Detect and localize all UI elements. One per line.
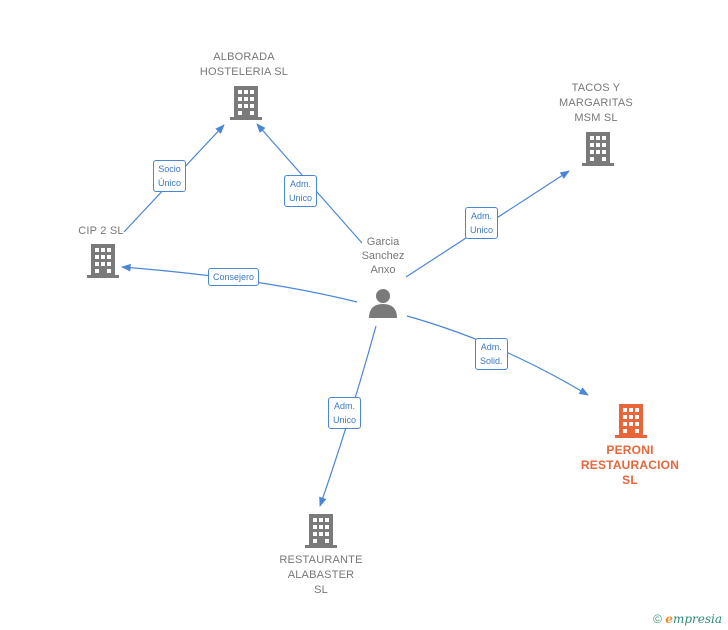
- company-label-cip[interactable]: CIP 2 SL: [78, 225, 124, 237]
- building-icon-alabaster: [305, 514, 337, 548]
- brand-logo: empresia: [665, 612, 722, 626]
- building-icon-tacos: [582, 132, 614, 166]
- building-icon-alborada: [230, 86, 262, 120]
- edge-label-adm-solid: Adm. Solid.: [475, 338, 508, 370]
- company-label-alabaster[interactable]: RESTAURANTE ALABASTER SL: [279, 554, 363, 596]
- copyright-icon: ©: [653, 612, 662, 626]
- building-icon-cip: [87, 244, 119, 278]
- brand-footer[interactable]: © empresia: [653, 612, 722, 626]
- edge-label-adm-unico-alborada: Adm. Unico: [284, 175, 318, 207]
- edge-label-adm-unico-alabaster: Adm. Unico: [328, 397, 362, 429]
- company-label-alborada[interactable]: ALBORADA HOSTELERIA SL: [199, 51, 289, 78]
- company-label-tacos[interactable]: TACOS Y MARGARITAS MSM SL: [559, 82, 633, 124]
- edge-label-adm-unico-tacos: Adm. Unico: [465, 207, 499, 239]
- person-label[interactable]: Garcia Sanchez Anxo: [361, 236, 405, 276]
- edge-label-consejero: Consejero: [208, 268, 260, 286]
- company-label-peroni[interactable]: PERONI RESTAURACION SL: [580, 443, 680, 487]
- edge-label-socio-unico: Socio Único: [153, 160, 187, 192]
- building-icon-peroni: [615, 404, 647, 438]
- person-icon: [369, 289, 397, 318]
